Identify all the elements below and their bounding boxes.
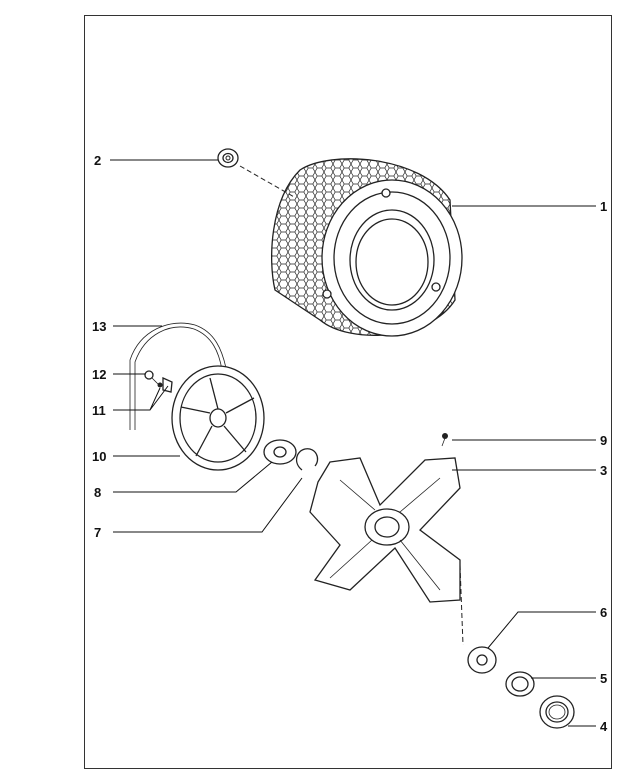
- part-10-pulley: [171, 365, 265, 471]
- part-4-seal: [539, 695, 575, 729]
- assembly-line-2: [239, 165, 297, 199]
- part-11-clips: [157, 376, 173, 393]
- callout-11: 11: [92, 403, 106, 418]
- leader-7: [113, 477, 303, 533]
- callout-13: 13: [92, 319, 106, 334]
- part-7-circlip: [295, 448, 319, 471]
- callout-6: 6: [600, 605, 607, 620]
- callout-10: 10: [92, 449, 106, 464]
- diagram-frame: [84, 15, 612, 769]
- part-2-seal: [217, 148, 239, 168]
- callout-12: 12: [92, 367, 106, 382]
- callout-1: 1: [600, 199, 607, 214]
- callout-5: 5: [600, 671, 607, 686]
- leader-8: [113, 461, 273, 493]
- part-12-screw: [144, 370, 159, 385]
- leader-11: [113, 385, 169, 411]
- callout-9: 9: [600, 433, 607, 448]
- callout-7: 7: [94, 525, 101, 540]
- part-13-cable: [129, 322, 227, 430]
- leader-6: [487, 611, 596, 649]
- part-13-cable-inner: [134, 326, 223, 430]
- assembly-line-3: [459, 564, 464, 646]
- callout-4: 4: [600, 719, 608, 734]
- part-1-drum: [271, 158, 463, 337]
- part-8-washer: [263, 439, 297, 465]
- part-5-bearing: [505, 671, 535, 697]
- part-3-spider: [309, 457, 461, 603]
- callout-2: 2: [94, 153, 101, 168]
- callout-3: 3: [600, 463, 607, 478]
- part-9-screw: [441, 433, 448, 447]
- part-6-bearing: [467, 646, 497, 674]
- callout-8: 8: [94, 485, 101, 500]
